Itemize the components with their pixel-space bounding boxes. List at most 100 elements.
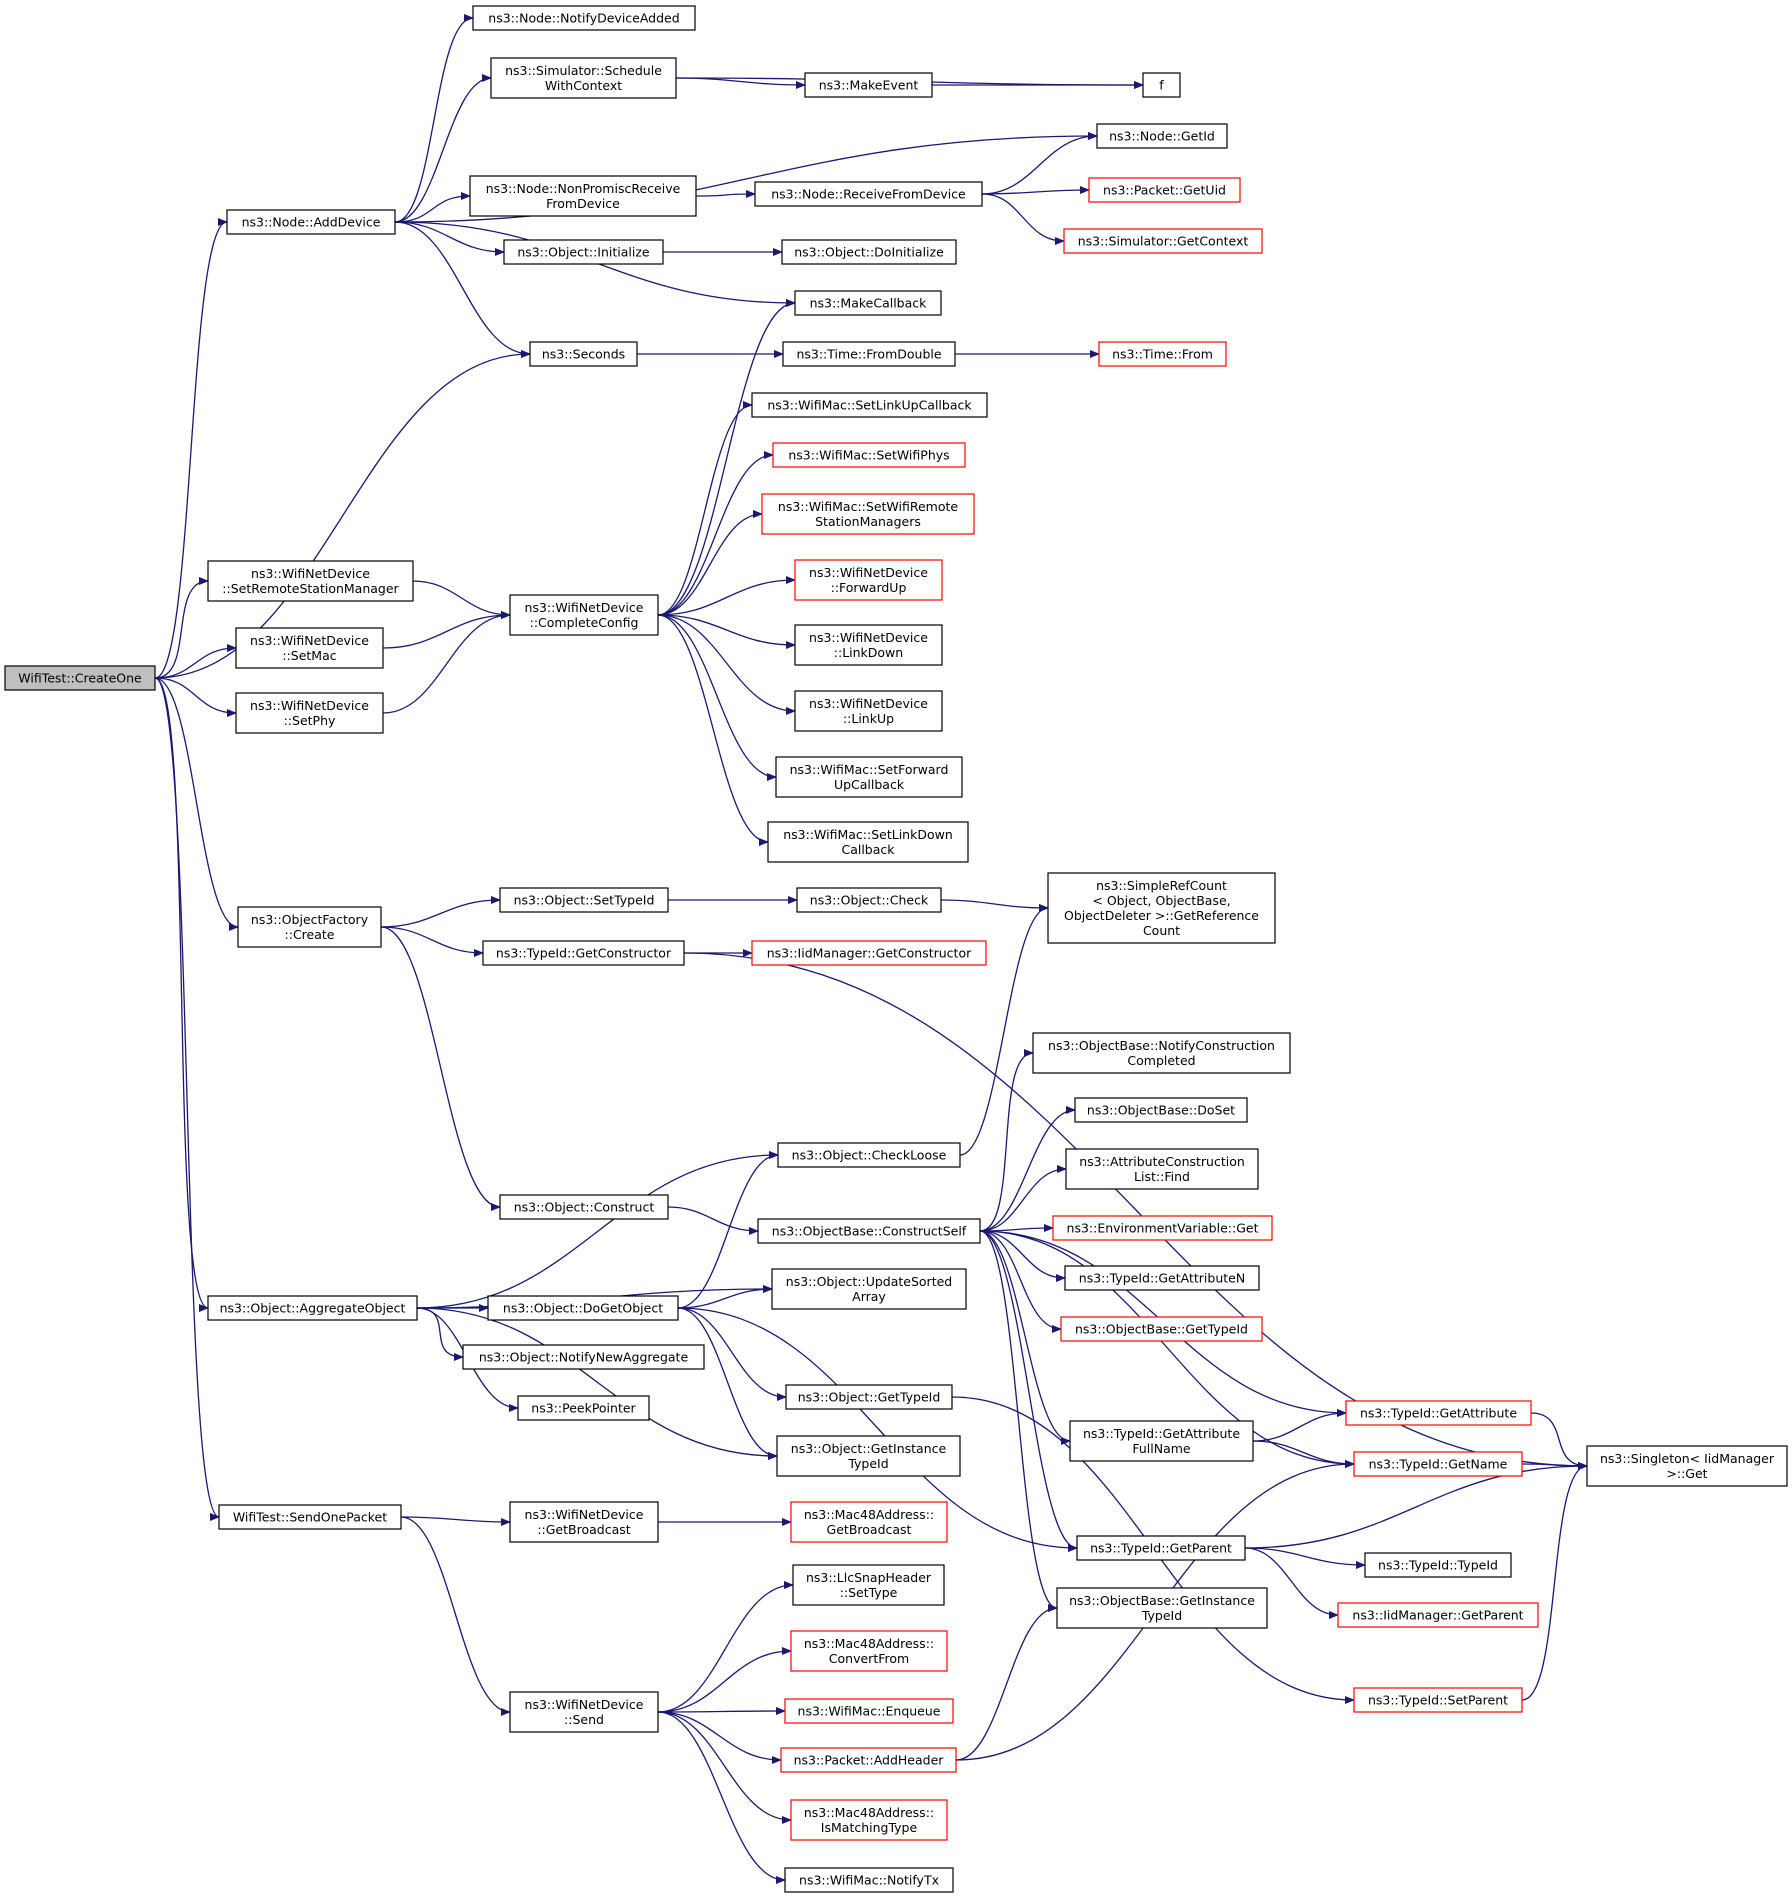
- node-label: ns3::ObjectBase::GetInstance: [1069, 1593, 1255, 1608]
- node-ofcreate[interactable]: ns3::ObjectFactory::Create: [237, 906, 382, 948]
- node-label: ns3::Object::UpdateSorted: [786, 1274, 952, 1289]
- node-setphy[interactable]: ns3::WifiNetDevice::SetPhy: [235, 692, 384, 734]
- edge-dogetobject-to-getparent: [677, 1307, 1078, 1552]
- node-getname[interactable]: ns3::TypeId::GetName: [1353, 1451, 1523, 1477]
- node-label: ns3::Mac48Address::: [804, 1507, 934, 1522]
- node-getbroadcast[interactable]: ns3::WifiNetDevice::GetBroadcast: [509, 1501, 659, 1543]
- node-dogetobject[interactable]: ns3::Object::DoGetObject: [487, 1295, 679, 1321]
- node-setmac[interactable]: ns3::WifiNetDevice::SetMac: [235, 627, 384, 669]
- node-llcsettype[interactable]: ns3::LlcSnapHeader::SetType: [792, 1564, 945, 1606]
- node-makeevent[interactable]: ns3::MakeEvent: [804, 72, 933, 98]
- node-checkloose[interactable]: ns3::Object::CheckLoose: [777, 1142, 961, 1168]
- node-notifytx[interactable]: ns3::WifiMac::NotifyTx: [784, 1867, 954, 1893]
- node-notifydevadded[interactable]: ns3::Node::NotifyDeviceAdded: [472, 5, 696, 31]
- node-getattribute[interactable]: ns3::TypeId::GetAttribute: [1345, 1400, 1532, 1426]
- node-settypeid[interactable]: ns3::Object::SetTypeId: [499, 887, 669, 913]
- node-makecallback[interactable]: ns3::MakeCallback: [794, 290, 942, 316]
- node-box: [761, 493, 975, 535]
- node-linkup[interactable]: ns3::WifiNetDevice::LinkUp: [794, 690, 943, 732]
- node-addheader[interactable]: ns3::Packet::AddHeader: [780, 1747, 957, 1773]
- node-aggregate[interactable]: ns3::Object::AggregateObject: [207, 1295, 418, 1321]
- node-forwardup[interactable]: ns3::WifiNetDevice::ForwardUp: [794, 559, 943, 601]
- node-label: ns3::Seconds: [542, 347, 625, 362]
- node-getconstructor[interactable]: ns3::TypeId::GetConstructor: [482, 940, 685, 966]
- node-adddevice[interactable]: ns3::Node::AddDevice: [226, 209, 396, 235]
- node-box: [780, 1747, 957, 1773]
- node-label: ns3::WifiNetDevice: [525, 1507, 644, 1522]
- node-createone[interactable]: WifiTest::CreateOne: [4, 665, 156, 691]
- node-sendone[interactable]: WifiTest::SendOnePacket: [218, 1504, 402, 1530]
- edge-constructself-to-getname: [979, 1230, 1355, 1468]
- node-setlinkupcb[interactable]: ns3::WifiMac::SetLinkUpCallback: [751, 392, 988, 418]
- node-setparent[interactable]: ns3::TypeId::SetParent: [1353, 1687, 1523, 1713]
- node-doinitialize[interactable]: ns3::Object::DoInitialize: [781, 239, 957, 265]
- node-convertfrom[interactable]: ns3::Mac48Address::ConvertFrom: [790, 1630, 948, 1672]
- node-getcontext[interactable]: ns3::Simulator::GetContext: [1063, 228, 1263, 254]
- node-enqueue[interactable]: ns3::WifiMac::Enqueue: [784, 1698, 954, 1724]
- node-setwifiphys[interactable]: ns3::WifiMac::SetWifiPhys: [772, 442, 966, 468]
- node-construct[interactable]: ns3::Object::Construct: [499, 1194, 669, 1220]
- node-objcheck[interactable]: ns3::Object::Check: [796, 887, 942, 913]
- node-box: [1032, 1032, 1291, 1074]
- function-nodes: WifiTest::CreateOnens3::Node::AddDevicen…: [4, 5, 1788, 1893]
- node-doset[interactable]: ns3::ObjectBase::DoSet: [1074, 1097, 1248, 1123]
- node-iidgetconstructor[interactable]: ns3::IidManager::GetConstructor: [751, 940, 987, 966]
- node-macgetbroadcast[interactable]: ns3::Mac48Address::GetBroadcast: [790, 1501, 948, 1543]
- node-label: ns3::SimpleRefCount: [1096, 878, 1227, 893]
- node-constructself[interactable]: ns3::ObjectBase::ConstructSelf: [757, 1218, 981, 1244]
- node-label: ns3::Time::From: [1112, 347, 1213, 362]
- node-label: Array: [852, 1289, 886, 1304]
- node-box: [796, 887, 942, 913]
- node-getparent[interactable]: ns3::TypeId::GetParent: [1076, 1535, 1246, 1561]
- node-singletonget[interactable]: ns3::Singleton< IidManager>::Get: [1586, 1445, 1788, 1487]
- node-timefrom[interactable]: ns3::Time::From: [1098, 341, 1227, 367]
- node-getid[interactable]: ns3::Node::GetId: [1096, 123, 1228, 149]
- node-ismatching[interactable]: ns3::Mac48Address::IsMatchingType: [790, 1799, 948, 1841]
- node-setrsm[interactable]: ns3::WifiNetDevice::SetRemoteStationMana…: [207, 560, 414, 602]
- node-label: ns3::TypeId::GetAttributeN: [1079, 1271, 1245, 1286]
- edge-adddevice-to-nonpromisc: [394, 192, 471, 223]
- node-completeconfig[interactable]: ns3::WifiNetDevice::CompleteConfig: [509, 594, 659, 636]
- node-peekpointer[interactable]: ns3::PeekPointer: [517, 1395, 650, 1421]
- edge-completeconfig-to-setlinkdowncb: [657, 614, 769, 846]
- node-notifyconstruction[interactable]: ns3::ObjectBase::NotifyConstructionCompl…: [1032, 1032, 1291, 1074]
- node-obgettypeid[interactable]: ns3::ObjectBase::GetTypeId: [1060, 1316, 1263, 1342]
- node-receivefromdev[interactable]: ns3::Node::ReceiveFromDevice: [754, 181, 983, 207]
- node-iidgetparent[interactable]: ns3::IidManager::GetParent: [1337, 1602, 1539, 1628]
- node-objgettypeid[interactable]: ns3::Object::GetTypeId: [785, 1384, 953, 1410]
- edge-addheader-to-obgetinsttypeid: [955, 1604, 1058, 1761]
- node-box: [499, 1194, 669, 1220]
- node-label: ns3::TypeId::SetParent: [1368, 1693, 1508, 1708]
- node-initialize[interactable]: ns3::Object::Initialize: [503, 239, 664, 265]
- node-getattributen[interactable]: ns3::TypeId::GetAttributeN: [1064, 1265, 1260, 1291]
- node-box: [794, 559, 943, 601]
- node-box: [804, 72, 933, 98]
- node-getuid[interactable]: ns3::Packet::GetUid: [1088, 177, 1241, 203]
- node-box: [503, 239, 664, 265]
- node-linkdown[interactable]: ns3::WifiNetDevice::LinkDown: [794, 624, 943, 666]
- node-seconds[interactable]: ns3::Seconds: [529, 341, 638, 367]
- edge-aggregate-to-objgetinsttypeid: [416, 1307, 778, 1460]
- node-label: ::LinkDown: [834, 645, 903, 660]
- node-fromdouble[interactable]: ns3::Time::FromDouble: [782, 341, 956, 367]
- node-envget[interactable]: ns3::EnvironmentVariable::Get: [1052, 1215, 1273, 1241]
- node-setwifirsm[interactable]: ns3::WifiMac::SetWifiRemoteStationManage…: [761, 493, 975, 535]
- node-simplerefcount[interactable]: ns3::SimpleRefCount< Object, ObjectBase,…: [1047, 872, 1276, 944]
- node-send[interactable]: ns3::WifiNetDevice::Send: [509, 1691, 659, 1733]
- node-label: Callback: [841, 842, 895, 857]
- node-f[interactable]: f: [1142, 72, 1181, 98]
- node-box: [1074, 1097, 1248, 1123]
- node-notifynewagg[interactable]: ns3::Object::NotifyNewAggregate: [462, 1344, 705, 1370]
- node-box: [1364, 1552, 1512, 1578]
- node-label: ns3::Mac48Address::: [804, 1636, 934, 1651]
- node-typeidtypeid[interactable]: ns3::TypeId::TypeId: [1364, 1552, 1512, 1578]
